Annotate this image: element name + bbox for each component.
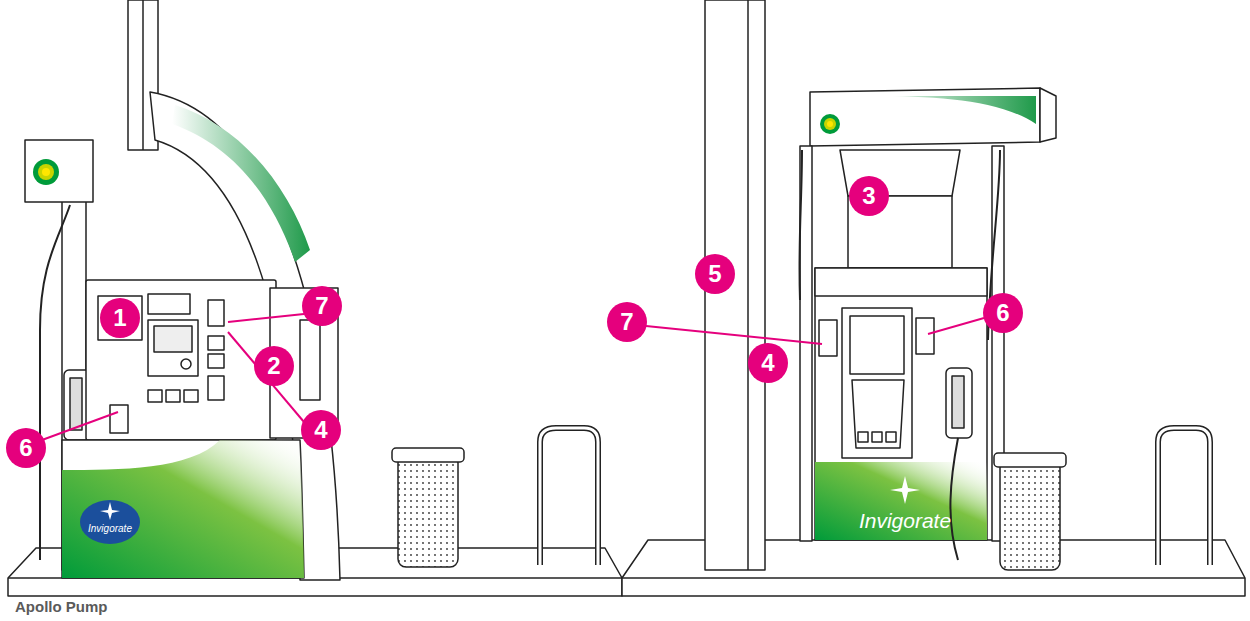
canopy-stripe [870, 96, 1036, 124]
island-edge [622, 577, 1245, 579]
leader-line [928, 318, 984, 334]
callout-number: 1 [100, 298, 140, 338]
logo-panel [25, 140, 93, 202]
callout-number: 2 [254, 346, 294, 386]
leader-line [646, 326, 822, 344]
screen-panel [842, 308, 912, 458]
green-panel [62, 440, 304, 578]
brand-logo [33, 159, 59, 185]
callout-number: 4 [748, 343, 788, 383]
nozzle-grip [952, 376, 964, 428]
button [166, 390, 180, 402]
badge-star [100, 502, 120, 520]
green-panel [815, 462, 987, 540]
main-display-inner [154, 326, 192, 352]
display-hood [852, 380, 904, 448]
canopy-pole [142, 0, 144, 150]
main-display [850, 316, 904, 374]
brand-logo [827, 121, 833, 127]
hose [799, 150, 802, 300]
bollard-hoop [540, 428, 598, 565]
callout-number: 4 [301, 410, 341, 450]
side-label [110, 405, 128, 433]
canopy-sign [810, 88, 1040, 146]
canopy-side [1040, 88, 1056, 142]
brand-text: Invigorate [850, 509, 960, 533]
card-reader [208, 300, 224, 326]
callout-number: 5 [695, 254, 735, 294]
brand-text: Invigorate [80, 523, 140, 534]
card-reader [916, 318, 934, 354]
callout-number: 6 [983, 293, 1023, 333]
bollard-hoop [1158, 428, 1210, 565]
callout-number: 3 [849, 176, 889, 216]
left-pump [8, 0, 622, 596]
main-display [148, 320, 198, 376]
button [184, 390, 198, 402]
figure-caption: Apollo Pump [15, 598, 175, 615]
screen-left [98, 296, 142, 340]
trash-bin-lid [392, 448, 464, 462]
brand-logo [824, 118, 836, 130]
card-reader [819, 320, 837, 356]
crescent-stripe [172, 105, 310, 262]
leader-line [42, 412, 118, 440]
right-pump [622, 0, 1245, 596]
callout-number: 6 [6, 428, 46, 468]
button [208, 336, 224, 350]
nozzle-grip [70, 378, 82, 430]
bollard-hoop [1158, 428, 1210, 565]
nozzle [946, 368, 972, 438]
button [208, 354, 224, 368]
hose [950, 438, 958, 560]
price-display [148, 294, 190, 314]
pump-body [815, 268, 987, 540]
leader-line [228, 332, 304, 422]
bollard-hoop [540, 428, 598, 565]
front-panel [86, 280, 276, 440]
button [872, 432, 882, 442]
leader-lines [42, 314, 984, 440]
trash-bin [1000, 460, 1060, 570]
brand-badge [80, 500, 140, 544]
callout-number: 7 [607, 302, 647, 342]
canopy-pole [747, 0, 749, 570]
leader-line [228, 314, 304, 322]
receipt-slot [208, 376, 224, 400]
brand-logo [820, 114, 840, 134]
button [858, 432, 868, 442]
lower-body [62, 440, 304, 578]
brand-logo [42, 168, 50, 176]
trash-bin [398, 455, 458, 567]
callout-number: 7 [302, 286, 342, 326]
wing-slot [300, 320, 320, 400]
knob [181, 359, 191, 369]
pump-head [815, 268, 987, 296]
button [148, 390, 162, 402]
trash-bin-lid [994, 453, 1066, 467]
brand-logo [38, 164, 54, 180]
badge-star [890, 476, 920, 504]
button [886, 432, 896, 442]
